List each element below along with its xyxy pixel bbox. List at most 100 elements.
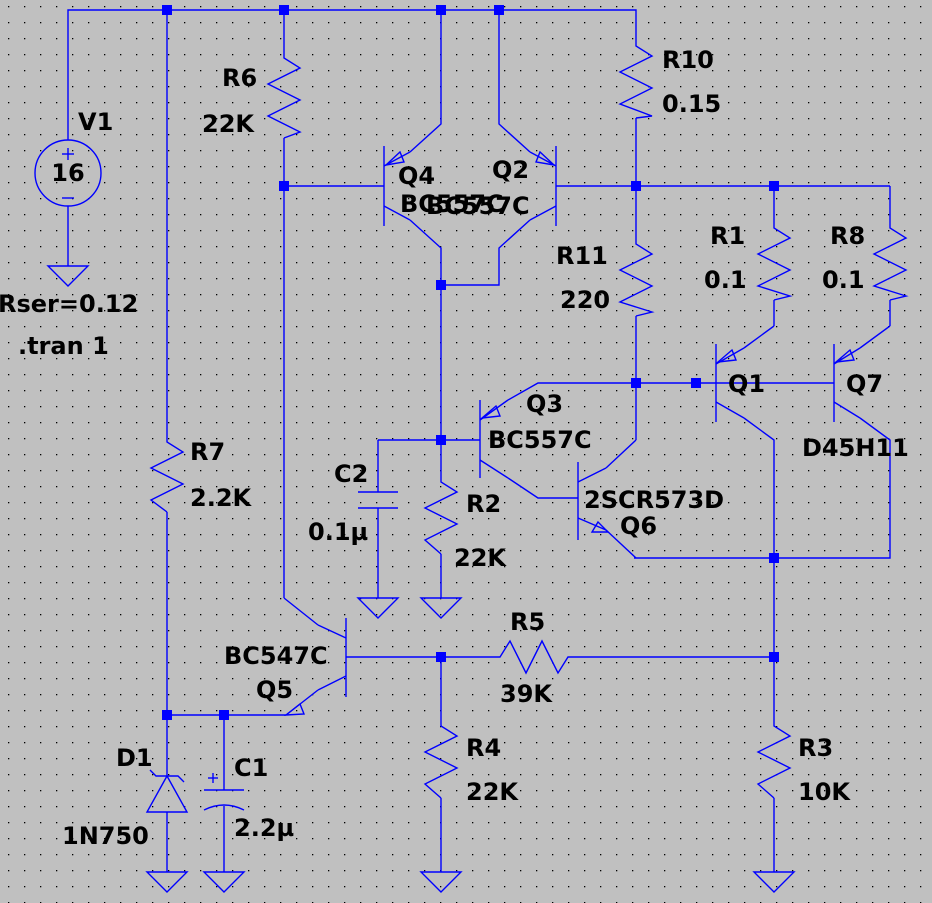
- r6-value-label: 22K: [202, 110, 255, 138]
- resistor-r2: [423, 472, 459, 555]
- emitter-arrow-icon: [383, 150, 405, 167]
- resistor-r3: [756, 716, 792, 799]
- junction-dot: [631, 378, 641, 388]
- r8-name-label: R8: [830, 222, 865, 250]
- r1-name-label: R1: [710, 222, 745, 250]
- q7-name-label: Q7: [846, 370, 883, 398]
- r10-value-label: 0.15: [662, 90, 721, 118]
- transistor-q2[interactable]: [529, 146, 557, 226]
- transistor-q3[interactable]: [479, 399, 509, 479]
- emitter-arrow-icon: [535, 150, 557, 167]
- resistor-r5: [490, 639, 572, 675]
- resistor-r11: [618, 234, 655, 317]
- q4-model-label: BC557C: [400, 190, 504, 218]
- junction-dot: [631, 181, 641, 191]
- resistor-r10: [618, 40, 654, 119]
- resistor-r8: [872, 218, 909, 301]
- junction-dot: [769, 652, 779, 662]
- resistor-r6: [266, 46, 302, 139]
- q1-name-label: Q1: [728, 370, 765, 398]
- r3-name-label: R3: [798, 734, 833, 762]
- emitter-arrow-icon: [479, 404, 501, 419]
- ground-icon: [752, 871, 796, 893]
- emitter-arrow-icon: [283, 702, 306, 716]
- transistor-q6[interactable]: [577, 462, 610, 540]
- resistor-r4: [423, 716, 459, 799]
- v1-rser-label: Rser=0.12: [0, 290, 138, 318]
- ground-icon: [356, 597, 400, 619]
- r1-value-label: 0.1: [704, 266, 747, 294]
- ground-icon: [145, 871, 189, 893]
- r2-name-label: R2: [466, 490, 501, 518]
- r11-name-label: R11: [556, 242, 608, 270]
- transistor-q5[interactable]: [283, 618, 347, 716]
- junction-dot: [279, 181, 289, 191]
- junction-dot: [219, 710, 229, 720]
- tran-directive-label: .tran 1: [18, 332, 109, 360]
- ground-symbols: [46, 265, 796, 893]
- q2-model-label: BC557C: [426, 192, 530, 220]
- junction-dot: [494, 5, 504, 15]
- junction-dot: [691, 378, 701, 388]
- r2-value-label: 22K: [454, 544, 507, 572]
- emitter-arrow-icon: [715, 348, 737, 363]
- c1-value-label: 2.2µ: [234, 814, 294, 842]
- q3-model-label: BC557C: [488, 426, 592, 454]
- q3-name-label: Q3: [526, 390, 563, 418]
- junction-dot: [279, 5, 289, 15]
- resistor-symbols[interactable]: [149, 40, 909, 799]
- d1-model-label: 1N750: [62, 822, 149, 850]
- v1-name-label: V1: [78, 108, 113, 136]
- r6-name-label: R6: [222, 64, 257, 92]
- r7-value-label: 2.2K: [190, 484, 253, 512]
- junction-dot: [436, 280, 446, 290]
- capacitor-c1[interactable]: [203, 773, 245, 811]
- ground-icon: [46, 265, 90, 287]
- d1-name-label: D1: [116, 744, 153, 772]
- junction-dot: [162, 5, 172, 15]
- top-rail: [67, 9, 637, 140]
- capacitor-c2[interactable]: [358, 491, 398, 509]
- wires: [67, 9, 891, 872]
- junction-dot: [162, 710, 172, 720]
- r11-value-label: 220: [560, 286, 610, 314]
- r5-name-label: R5: [510, 608, 545, 636]
- r10-name-label: R10: [662, 46, 714, 74]
- junction-dot: [769, 553, 779, 563]
- resistor-r7: [149, 430, 185, 513]
- r4-value-label: 22K: [466, 778, 519, 806]
- resistor-r1: [756, 218, 793, 301]
- junction-dot: [436, 652, 446, 662]
- r7-name-label: R7: [190, 438, 225, 466]
- transistor-q7[interactable]: [833, 344, 861, 422]
- junction-dot: [436, 435, 446, 445]
- r5-value-label: 39K: [500, 680, 553, 708]
- junction-dot: [436, 5, 446, 15]
- transistor-q1[interactable]: [715, 344, 745, 422]
- zener-diode-d1[interactable]: [145, 769, 189, 813]
- ground-icon: [419, 871, 463, 893]
- junction-dot: [769, 181, 779, 191]
- q2-name-label: Q2: [492, 156, 529, 184]
- c2-name-label: C2: [334, 460, 368, 488]
- q5-name-label: Q5: [256, 676, 293, 704]
- voltage-source-v1[interactable]: [34, 139, 102, 207]
- r8-value-label: 0.1: [822, 266, 865, 294]
- junctions: [162, 5, 779, 720]
- q6-name-label: Q6: [620, 512, 657, 540]
- labels: R6 22K R10 0.15 R11 220 R1 0.1 R8 0.1 R7…: [62, 46, 909, 850]
- ground-icon: [419, 597, 463, 619]
- emitter-arrow-icon: [590, 520, 610, 533]
- q7-model-label: D45H11: [802, 434, 909, 462]
- v1-value-label: 16: [51, 159, 84, 187]
- r4-name-label: R4: [466, 734, 501, 762]
- emitter-arrow-icon: [833, 348, 855, 363]
- c1-name-label: C1: [234, 754, 268, 782]
- q4-name-label: Q4: [398, 162, 435, 190]
- c2-value-label: 0.1µ: [308, 518, 368, 546]
- q6-model-label: 2SCR573D: [584, 486, 724, 514]
- ground-icon: [202, 871, 246, 893]
- transistor-q4[interactable]: [383, 146, 411, 226]
- q5-model-label: BC547C: [224, 642, 328, 670]
